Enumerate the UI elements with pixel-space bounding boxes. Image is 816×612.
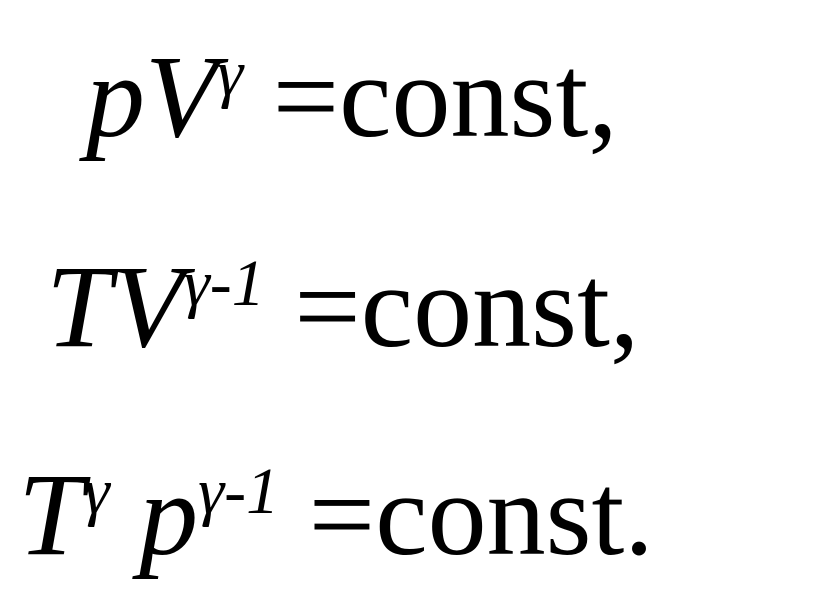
equals-sign: = [294,241,361,372]
equation-lhs-base: pV [86,31,218,162]
equation-lhs-base-2: p [139,449,199,580]
equals-sign: = [272,31,340,162]
exponent-text: γ [217,37,244,111]
adiabatic-equation-tv: TVγ-1 =const, [46,248,639,366]
exponent-text: γ-1 [183,247,265,321]
adiabatic-equation-pv: pVγ =const, [86,38,618,156]
equation-rhs: const, [339,31,618,162]
equation-rhs: const. [375,449,654,580]
exponent-text-2: γ-1 [198,455,280,529]
equation-lhs-base: T [18,449,84,580]
exponent-text: γ [83,455,110,529]
equals-sign: = [308,449,376,580]
adiabatic-equation-tp: Tγ pγ-1 =const. [18,456,654,574]
equation-lhs-base: TV [46,241,184,372]
equation-rhs: const, [360,241,640,372]
